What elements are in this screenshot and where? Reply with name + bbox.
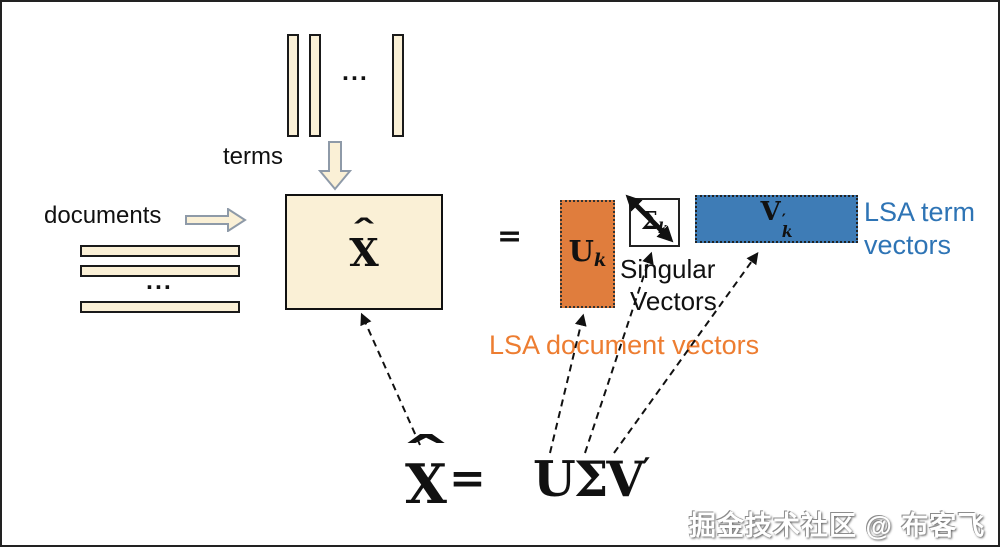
sigma-k-matrix: Σk [629,198,680,247]
terms-label: terms [223,143,283,170]
term-vector-bar-2 [309,34,321,137]
v-k-matrix: V′k [695,195,858,243]
term-vector-bar-3 [392,34,404,137]
documents-right-arrow-icon [185,208,247,232]
formula-prime: ′ [642,452,651,489]
u-k-label: Uk [568,234,607,272]
sigma-k-label: Σk [640,205,669,238]
v-k-label: V′k [760,197,793,242]
u-k-matrix: Uk [560,200,615,308]
formula-x-hat: ˆ X [400,426,452,516]
terms-down-arrow-icon [318,141,352,191]
document-vector-bar-2 [80,265,240,277]
formula-sigma: Σ [573,450,609,508]
arrow-formula-x-to-matrix [360,312,421,446]
lsa-document-vectors-caption: LSA document vectors [489,330,760,360]
hat-accent: ˆ [350,211,378,252]
singular-vectors-caption-line2: Vectors [630,286,717,316]
term-vector-bar-1 [287,34,299,137]
formula-v: V [606,450,644,508]
documents-ellipsis: ... [146,267,173,295]
formula-usv: UΣV′ [533,450,650,508]
x-hat-matrix: ˆ X [285,194,443,310]
formula-u: U [533,450,576,508]
document-vector-bar-3 [80,301,240,313]
lsa-term-vectors-caption-line1: LSA term [864,197,976,227]
singular-vectors-caption-line1: Singular [620,254,716,284]
watermark-text: 掘金技术社区 @ 布客飞龙 [689,511,986,541]
document-vector-bar-1 [80,245,240,257]
formula-hat-accent: ˆ [400,426,452,485]
equals-sign: = [497,219,523,254]
documents-label: documents [44,202,162,229]
lsa-term-vectors-caption-line2: vectors [864,230,952,260]
x-hat-label: ˆ X [349,211,379,275]
terms-ellipsis: ... [342,58,369,86]
formula-equals: = [449,453,486,504]
